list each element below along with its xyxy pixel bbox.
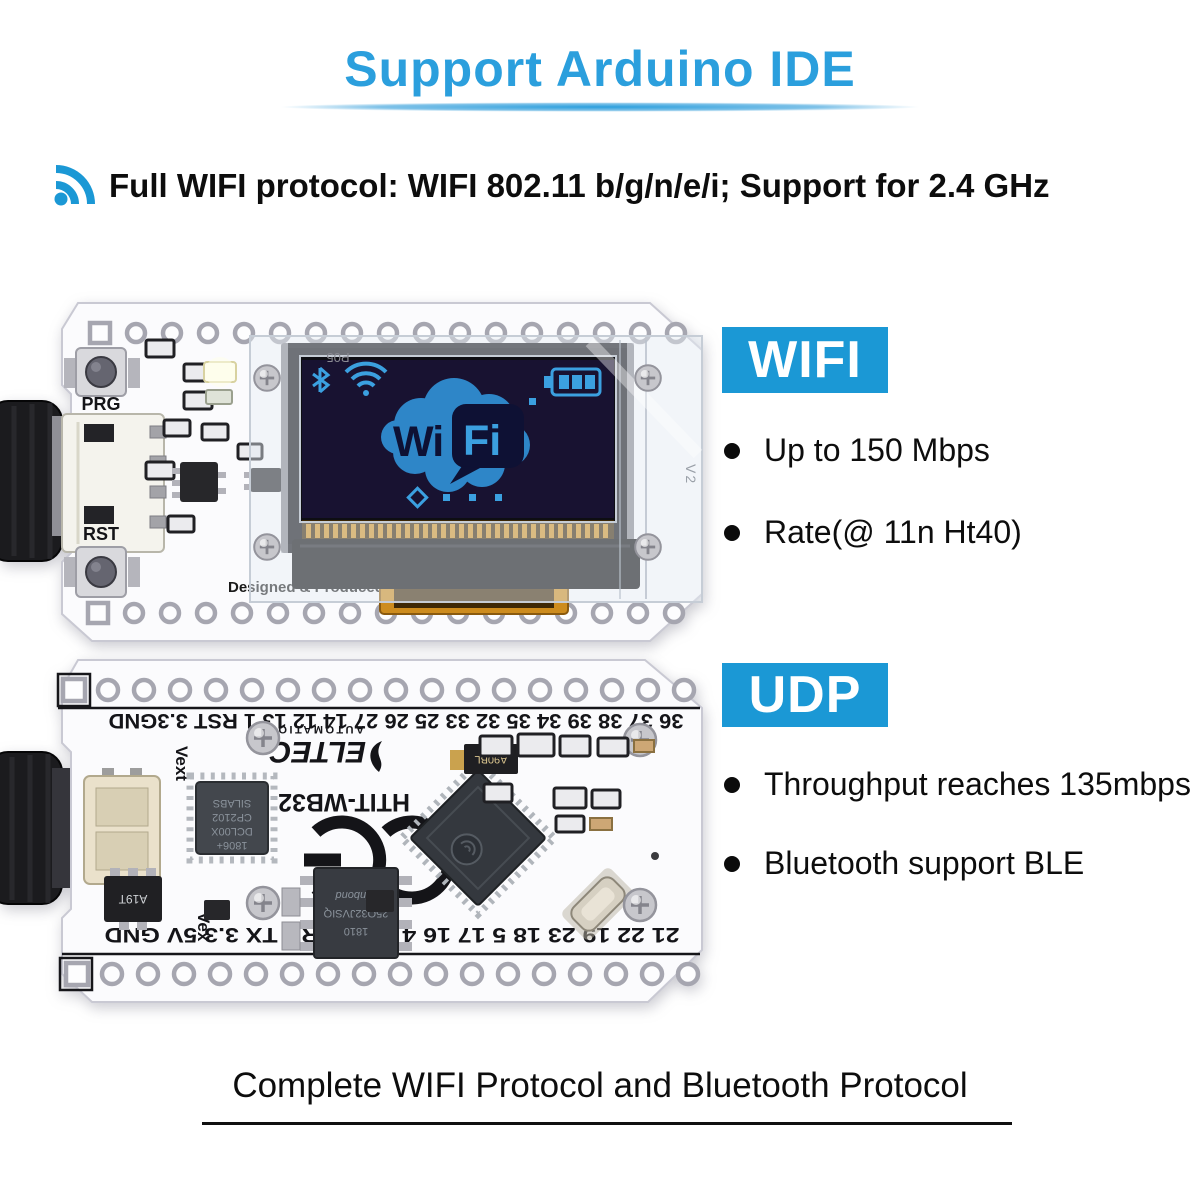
page-title: Support Arduino IDE (344, 41, 856, 97)
wifi-protocol-line: Full WIFI protocol: WIFI 802.11 b/g/n/e/… (52, 164, 1050, 208)
screw-icon (245, 720, 281, 756)
oled-display: Wi Fi (281, 343, 640, 615)
screw-icon (633, 532, 663, 562)
wifi-protocol-text: Full WIFI protocol: WIFI 802.11 b/g/n/e/… (109, 167, 1050, 204)
chip-text: 1806+ (217, 839, 248, 851)
wifi-heading-badge: WIFI (722, 327, 888, 393)
wifi-bullet-2-text: Rate(@ 11n Ht40) (764, 514, 1022, 550)
wifi-bullet-1-text: Up to 150 Mbps (764, 432, 990, 468)
crystal-oscillator (562, 868, 634, 940)
screw-icon (252, 363, 282, 393)
usb-cable (0, 751, 70, 905)
bullet-dot-icon (724, 442, 740, 459)
back-board-photo: 36 37 38 39 34 35 32 33 25 26 27 14 12 1… (0, 659, 703, 1003)
udp-bullet-2: Bluetooth support BLE (724, 845, 1084, 882)
chip-text: CP2102 (212, 811, 252, 823)
footer-underline (202, 1122, 1012, 1125)
footer-caption: Complete WIFI Protocol and Bluetooth Pro… (232, 1066, 968, 1105)
udp-bullet-2-text: Bluetooth support BLE (764, 845, 1085, 881)
battery-icon (544, 367, 602, 397)
flash-chip: 1810 25Q32JVSIQ winbond (300, 867, 412, 959)
vext-label: Vext (172, 746, 191, 781)
chip-text: SILABS (213, 797, 252, 809)
espressif-logo-icon (450, 833, 483, 866)
chip-text: 1810 (344, 925, 368, 937)
screen-page-indicators (406, 486, 502, 509)
wifi-bullet-2: Rate(@ 11n Ht40) (724, 514, 1022, 551)
title-underline-flare (190, 100, 1010, 114)
bullet-dot-icon (724, 855, 740, 872)
pin-row-top-labels: 36 37 38 39 34 35 32 33 25 26 27 14 12 1… (109, 709, 684, 732)
logo-fi-text: Fi (463, 417, 501, 465)
pin-hole-square (63, 960, 91, 988)
brand-sub-text: AUTOMATION (265, 723, 364, 735)
screw-icon (633, 363, 663, 393)
rst-button (64, 546, 140, 598)
wifi-cloud-logo: Wi Fi (381, 378, 536, 492)
bluetooth-icon (312, 366, 331, 394)
model-silkscreen: HTIT-WB32 (278, 788, 410, 816)
screw-icon (245, 885, 281, 921)
transistor-marking: A19T (118, 892, 147, 906)
back-pin-holes-bottom (99, 961, 701, 987)
udp-bullet-1-text: Throughput reaches 135mbps (764, 766, 1191, 802)
udp-heading-badge: UDP (722, 663, 888, 727)
pin-hole-square (60, 676, 88, 704)
back-pin-holes-top (95, 677, 697, 703)
wifi-rss-icon (54, 165, 95, 206)
brand-text: ELTEC (269, 735, 366, 768)
prg-button (64, 347, 140, 397)
front-board-photo: PRG RST (0, 302, 703, 642)
led-indicator (203, 357, 237, 405)
screw-icon (252, 532, 282, 562)
transistor-component: A19T (104, 868, 162, 930)
bullet-dot-icon (724, 524, 740, 541)
prg-label: PRG (81, 394, 120, 414)
voltage-regulator-sot (172, 462, 226, 502)
version-marking: V2 (683, 464, 699, 485)
esp32-chip (396, 756, 560, 920)
jst-battery-connector (83, 768, 161, 885)
smd-components (204, 732, 659, 951)
front-pin-holes-top (87, 320, 688, 346)
cp2102-chip: 1806+ DCL00X CP2102 SILABS (186, 772, 278, 864)
screw-icon (622, 887, 658, 923)
heltec-flame-icon (370, 741, 382, 772)
logo-wi-text: Wi (393, 418, 443, 466)
wifi-bullet-1: Up to 150 Mbps (724, 432, 990, 469)
cover-marking: P05 (326, 350, 349, 365)
heltec-logo: ELTEC AUTOMATION (265, 723, 382, 772)
wifi-signal-icon (344, 361, 388, 396)
udp-bullet-1: Throughput reaches 135mbps (724, 766, 1191, 803)
rst-label: RST (83, 524, 119, 544)
bullet-dot-icon (724, 776, 740, 793)
oled-connector-bar (292, 539, 640, 589)
usb-cable (0, 400, 68, 562)
chip-text: DCL00X (211, 825, 253, 837)
